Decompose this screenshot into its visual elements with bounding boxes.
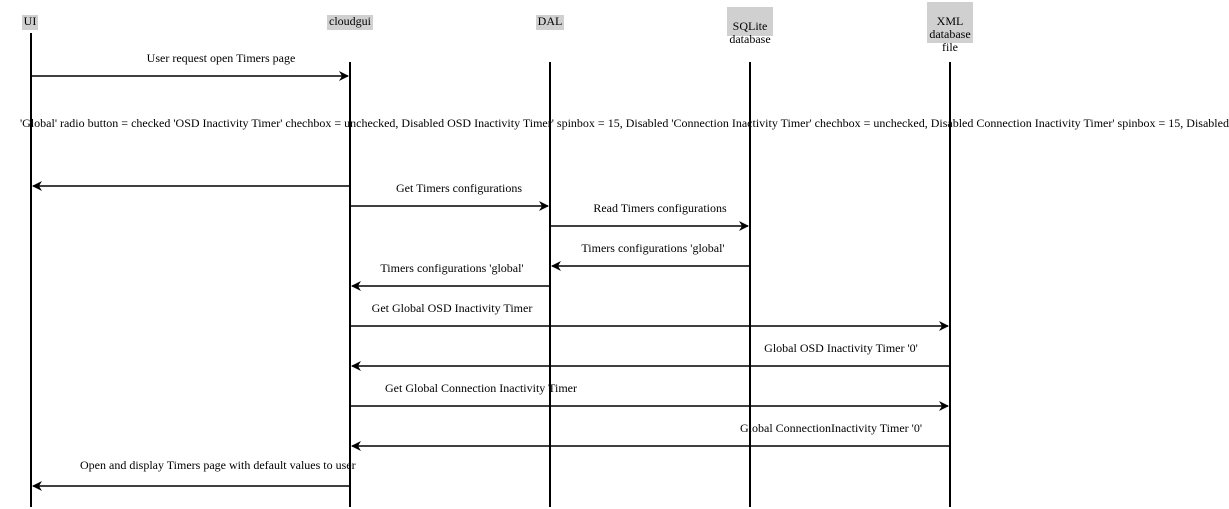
message-label: Timers configurations 'global' bbox=[581, 241, 725, 255]
message-label: Get Global Connection Inactivity Timer bbox=[385, 381, 577, 395]
participant-label-sqlite: SQLite database bbox=[729, 19, 771, 46]
participant-label-dal: DAL bbox=[537, 14, 563, 28]
participant-label-cloudgui: cloudgui bbox=[329, 14, 371, 28]
message-label: Read Timers configurations bbox=[593, 201, 727, 215]
message-label: User request open Timers page bbox=[146, 51, 296, 65]
participant-header-sqlite: SQLite database bbox=[727, 7, 773, 46]
message-label: Get Timers configurations bbox=[396, 181, 522, 195]
participant-label-xml: XML database file bbox=[929, 14, 971, 54]
participant-label-ui: UI bbox=[23, 14, 37, 28]
message-label: Open and display Timers page with defaul… bbox=[80, 457, 356, 472]
participant-header-ui: UI bbox=[22, 15, 38, 30]
message-label: 'Global' radio button = checked 'OSD Ina… bbox=[20, 115, 1229, 130]
sequence-diagram: UI cloudgui DAL SQLite database XML data… bbox=[20, 2, 1229, 507]
message-label: Global ConnectionInactivity Timer '0' bbox=[740, 421, 922, 435]
participant-header-cloudgui: cloudgui bbox=[327, 15, 373, 30]
message-label: Timers configurations 'global' bbox=[380, 261, 524, 275]
participant-header-dal: DAL bbox=[536, 15, 564, 30]
participant-header-xml: XML database file bbox=[927, 2, 973, 54]
diagram-canvas bbox=[30, 33, 951, 507]
message-label: Global OSD Inactivity Timer '0' bbox=[764, 341, 918, 355]
message-label: Get Global OSD Inactivity Timer bbox=[371, 301, 533, 315]
